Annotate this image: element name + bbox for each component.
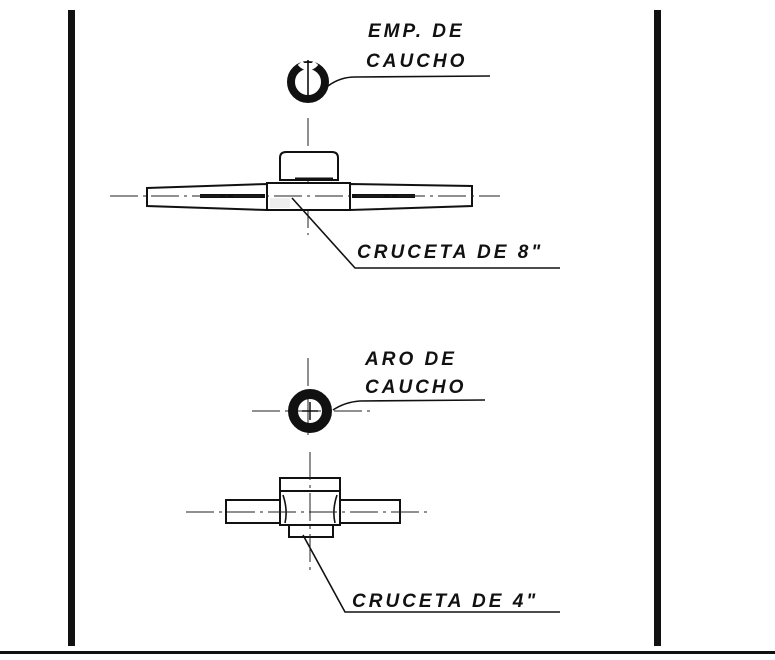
seal-label-line1: EMP. DE	[368, 21, 465, 42]
right-border-line	[654, 10, 661, 646]
seal-label-line2: CAUCHO	[366, 51, 467, 72]
rubber-ring-part	[288, 389, 332, 433]
cross-4in-leader-line	[302, 534, 560, 613]
ring-label-line2: CAUCHO	[365, 377, 466, 398]
rubber-seal-part	[287, 60, 329, 103]
cross-8in-part	[146, 151, 473, 212]
ring-leader-line	[332, 399, 486, 411]
seal-leader-line	[327, 75, 491, 87]
cross-4in-label: CRUCETA DE 4"	[352, 591, 538, 612]
cross-4in-part	[225, 477, 401, 538]
cross-8in-label: CRUCETA DE 8"	[357, 242, 543, 263]
bottom-border-line	[0, 651, 775, 654]
left-border-line	[68, 10, 75, 646]
ring-label-line1: ARO DE	[364, 349, 457, 370]
cross-8in-leader-line	[291, 197, 560, 269]
